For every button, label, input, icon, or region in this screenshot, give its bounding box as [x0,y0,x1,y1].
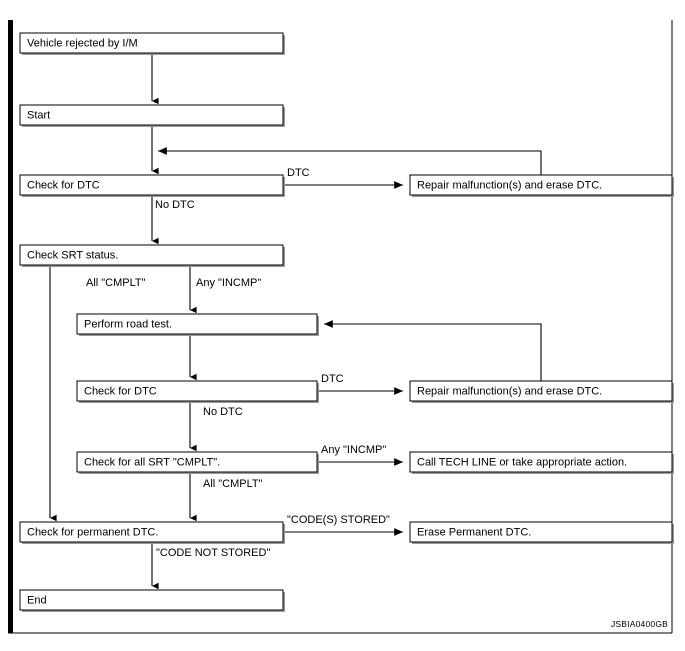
edge-label-dtc-2: DTC [321,373,344,385]
process-box-check-permanent: Check for permanent DTC. [19,521,285,544]
connector-layer [49,53,542,590]
process-box-repair-erase-2: Repair malfunction(s) and erase DTC. [409,380,674,403]
box-outline [19,244,284,266]
process-box-call-tech-line: Call TECH LINE or take appropriate actio… [409,451,674,474]
box-outline [76,313,318,335]
connector-repair2-feedback [324,320,542,381]
box-label: Vehicle rejected by I/M [27,37,138,49]
process-box-start: Start [19,104,285,127]
edge-label-any-incmp-2: Any "INCMP" [321,444,386,456]
process-box-repair-erase-1: Repair malfunction(s) and erase DTC. [409,174,674,197]
process-box-vehicle-rejected: Vehicle rejected by I/M [19,32,285,55]
edge-label-layer: DTC No DTC All "CMPLT" Any "INCMP" DTC No DTC… [86,167,390,559]
box-outline [19,32,284,54]
box-outline [19,104,284,126]
connector-repair1-feedback [158,147,542,175]
box-outline [19,521,284,543]
process-box-check-all-srt: Check for all SRT "CMPLT". [76,451,319,474]
box-outline [409,380,673,402]
box-label: Repair malfunction(s) and erase DTC. [417,385,602,397]
box-label: Call TECH LINE or take appropriate actio… [417,456,627,468]
box-label: Erase Permanent DTC. [417,526,531,538]
process-box-check-for-dtc-1: Check for DTC [19,174,285,197]
process-box-check-for-dtc-2: Check for DTC [76,380,319,403]
box-label: Check for DTC [27,179,100,191]
box-label: Check SRT status. [27,249,118,261]
edge-label-codes-stored: "CODE(S) STORED" [287,514,390,526]
box-outline [76,380,318,402]
box-label: Check for permanent DTC. [27,526,158,538]
process-box-perform-road-test: Perform road test. [76,313,319,336]
frame-left-bar [8,20,13,633]
edge-label-all-cmplt-1: All "CMPLT" [86,277,146,289]
box-label: Repair malfunction(s) and erase DTC. [417,179,602,191]
process-box-check-srt-status: Check SRT status. [19,244,285,267]
edge-label-code-not-stored: "CODE NOT STORED" [156,547,270,559]
process-box-erase-permanent: Erase Permanent DTC. [409,521,674,544]
box-label: Check for all SRT "CMPLT". [84,456,220,468]
edge-label-all-cmplt-2: All "CMPLT" [203,478,263,490]
edge-label-any-incmp-1: Any "INCMP" [196,277,261,289]
box-outline [409,174,673,196]
box-label: Perform road test. [84,318,172,330]
box-label: Check for DTC [84,385,157,397]
edge-label-no-dtc-1: No DTC [155,199,195,211]
figure-reference-code: JSBIA0400GB [611,619,668,629]
box-outline [409,451,673,473]
edge-label-dtc-1: DTC [287,167,310,179]
process-box-end: End [19,589,285,612]
edge-label-no-dtc-2: No DTC [203,406,243,418]
box-outline [19,174,284,196]
box-outline [76,451,318,473]
box-outline [409,521,673,543]
box-label: End [27,594,47,606]
box-outline [19,589,284,611]
box-label: Start [27,109,50,121]
